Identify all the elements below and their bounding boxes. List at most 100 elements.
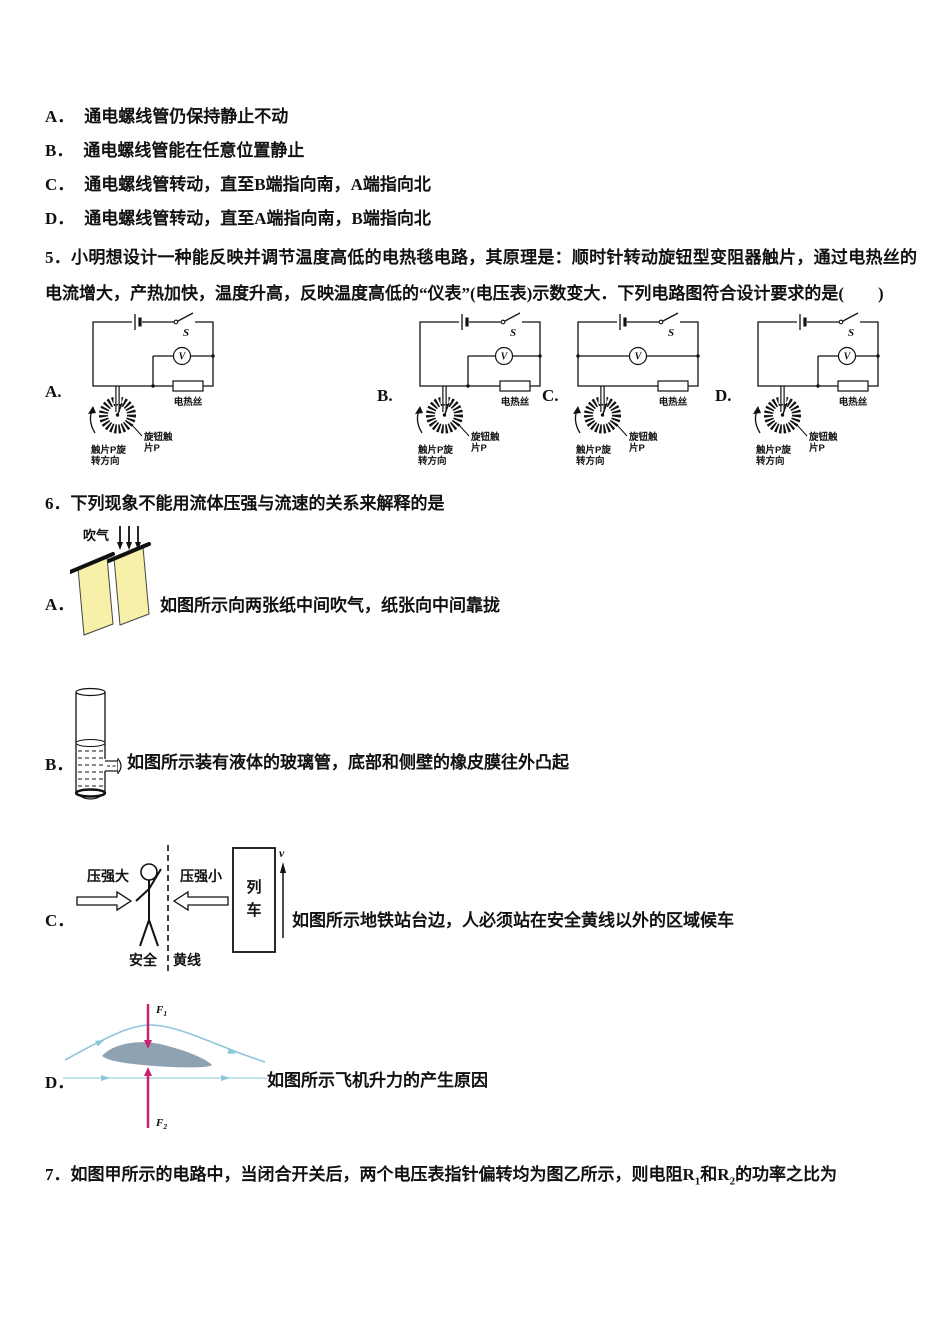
question-text: 下列现象不能用流体压强与流速的关系来解释的是: [70, 494, 445, 513]
resistor-icon: [172, 380, 204, 392]
safe-label: 安全: [129, 952, 158, 968]
blow-arrows-icon: [117, 526, 141, 550]
f1-label: F1: [155, 1004, 167, 1018]
arrow-right-icon: [76, 890, 133, 912]
circuit-wires: [419, 321, 541, 387]
switch-label: S: [668, 327, 674, 339]
q6-caption-b: 如图所示装有液体的玻璃管，底部和侧壁的橡皮膜往外凸起: [127, 753, 569, 772]
q5-letter-c: C.: [542, 386, 559, 405]
circuit-wires: [577, 321, 699, 387]
question-text: 小明想设计一种能反映并调节温度高低的电热毯电路，其原理是：顺时针转动旋钮型变阻器…: [45, 248, 918, 303]
knob-label-line2: 片P: [144, 442, 161, 454]
option-text: 通电螺线管能在任意位置静止: [83, 141, 305, 160]
resistor-icon: [657, 380, 689, 392]
pressure-big-label: 压强大: [87, 868, 129, 884]
speed-arrow-icon: [280, 862, 286, 938]
voltmeter-label: V: [179, 352, 187, 363]
switch-label: S: [183, 327, 189, 339]
stick-figure-icon: [135, 863, 162, 947]
voltmeter-branch: [576, 346, 700, 366]
blow-label: 吹气: [83, 528, 109, 543]
label-leader-line: [796, 424, 808, 437]
question-number: 6．: [45, 494, 71, 513]
rotation-arrow-icon: [415, 406, 423, 434]
q4-option-a: A．通电螺线管仍保持静止不动: [45, 102, 288, 127]
airfoil-figure: F1 F2: [63, 1004, 267, 1131]
question-text-part2: 和R: [700, 1165, 730, 1184]
rotation-arrow-icon: [573, 406, 581, 434]
label-leader-line: [458, 424, 470, 437]
lower-streamline-icon: [63, 1075, 267, 1081]
voltmeter-label: V: [844, 352, 852, 363]
r1-subscript: 1: [694, 1175, 701, 1188]
switch-icon: [838, 312, 859, 325]
knob-label-line2: 片P: [629, 442, 646, 454]
q5-letter-d: D.: [715, 386, 732, 405]
rheostat-dial-icon: [426, 386, 463, 434]
question-number: 7．: [45, 1165, 71, 1184]
switch-icon: [658, 312, 679, 325]
knob-label-line1: 旋钮触: [470, 431, 500, 443]
switch-icon: [500, 312, 521, 325]
label-leader-line: [131, 424, 143, 437]
rotation-arrow-icon: [88, 406, 96, 434]
q5-letter-a: A.: [45, 382, 62, 401]
q6-letter-d: D．: [45, 1073, 75, 1092]
platform-figure: 压强大 压强小 列 车 v 安全 黄线: [76, 845, 286, 975]
f2-label: F2: [155, 1117, 167, 1131]
direction-label-line2: 转方向: [576, 455, 605, 466]
paper-sheets-icon: [70, 542, 151, 636]
q4-option-d: D．通电螺线管转动，直至A端指向南，B端指向北: [45, 204, 431, 229]
q6-letter-a: A．: [45, 595, 75, 614]
switch-label: S: [848, 327, 854, 339]
option-letter: C．: [45, 175, 75, 194]
option-text: 通电螺线管仍保持静止不动: [84, 107, 289, 126]
f2-subscript: 2: [162, 1122, 167, 1131]
f1-subscript: 1: [163, 1009, 167, 1018]
circuit-b-figure: S V 电热丝 旋钮触 片P 触片P旋 转方向: [415, 312, 542, 466]
direction-label-line1: 触片P旋: [575, 444, 611, 456]
r2-subscript: 2: [729, 1175, 736, 1188]
resistor-icon: [837, 380, 869, 392]
direction-label-line1: 触片P旋: [417, 444, 453, 456]
train-box-icon: [232, 847, 276, 953]
q7-stem: 7．如图甲所示的电路中，当闭合开关后，两个电压表指针偏转均为图乙所示，则电阻R1…: [45, 1160, 837, 1187]
direction-label-line1: 触片P旋: [755, 444, 791, 456]
direction-label-line2: 转方向: [91, 455, 120, 466]
circuit-d-figure: S V 电热丝 旋钮触 片P 触片P旋 转方向: [753, 312, 880, 466]
question-number: 5．: [45, 248, 72, 267]
q5-stem: 5．小明想设计一种能反映并调节温度高低的电热毯电路，其原理是：顺时针转动旋钮型变…: [45, 240, 917, 312]
q6-stem: 6．下列现象不能用流体压强与流速的关系来解释的是: [45, 489, 445, 514]
speed-label: v: [279, 846, 285, 860]
heater-label: 电热丝: [174, 396, 203, 408]
train-label-char2: 车: [246, 901, 261, 919]
option-text: 通电螺线管转动，直至B端指向南，A端指向北: [84, 175, 431, 194]
battery-icon: [461, 314, 469, 330]
yellow-line-label: 黄线: [173, 952, 201, 968]
q6-caption-d: 如图所示飞机升力的产生原因: [267, 1071, 488, 1090]
f1-symbol: F: [155, 1004, 164, 1016]
q4-option-c: C． 通电螺线管转动，直至B端指向南，A端指向北: [45, 170, 431, 195]
heater-label: 电热丝: [659, 396, 688, 408]
q6-letter-c: C．: [45, 911, 75, 930]
question-text-part1: 如图甲所示的电路中，当闭合开关后，两个电压表指针偏转均为图乙所示，则电阻R: [70, 1165, 695, 1184]
wing-cross-section-icon: [102, 1042, 212, 1068]
bottom-membrane-icon: [74, 788, 107, 800]
q4-option-b: B．通电螺线管能在任意位置静止: [45, 136, 304, 161]
heater-label: 电热丝: [501, 396, 530, 408]
battery-icon: [134, 314, 142, 330]
circuit-c-figure: S V 电热丝 旋钮触 片P 触片P旋 转方向: [573, 312, 700, 466]
question-text-part3: 的功率之比为: [735, 1165, 838, 1184]
q5-letter-b: B.: [377, 386, 393, 405]
voltmeter-label: V: [635, 352, 643, 363]
f2-symbol: F: [155, 1117, 164, 1129]
voltmeter-branch: [816, 346, 880, 388]
resistor-icon: [499, 380, 531, 392]
knob-label-line2: 片P: [471, 442, 488, 454]
battery-icon: [619, 314, 627, 330]
voltmeter-branch: [466, 346, 542, 388]
direction-label-line1: 触片P旋: [90, 444, 126, 456]
tube-figure: [74, 687, 122, 800]
option-text: 通电螺线管转动，直至A端指向南，B端指向北: [84, 209, 431, 228]
